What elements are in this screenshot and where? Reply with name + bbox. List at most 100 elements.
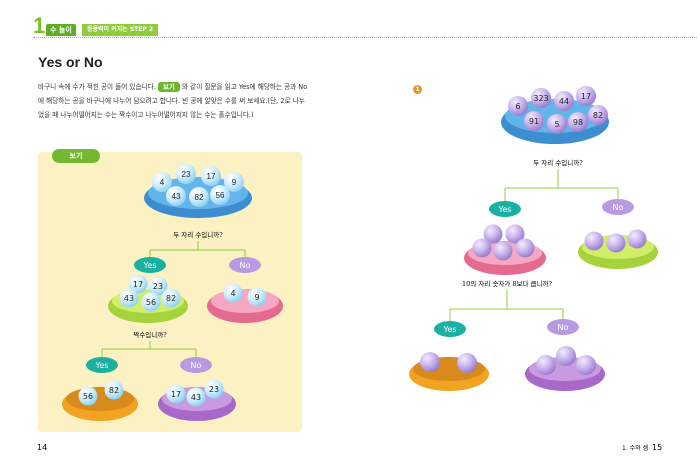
ball-number: 17 <box>581 92 591 101</box>
ball <box>141 292 161 312</box>
no-pill <box>547 319 579 335</box>
step-label: 응용력이 커지는 STEP 2 <box>82 24 158 36</box>
empty-ball <box>584 231 604 251</box>
ball-number: 5 <box>554 120 559 129</box>
ball-number: 56 <box>146 298 156 307</box>
ball-number: 98 <box>573 118 583 127</box>
example-question-1: 두 자리 수입니까? <box>173 230 223 239</box>
ball <box>104 380 124 400</box>
ball <box>204 379 224 399</box>
no-pill <box>180 357 212 373</box>
ball-number: 56 <box>216 191 225 200</box>
ball <box>176 164 196 184</box>
yes-label: Yes <box>95 361 109 370</box>
ball-number: 9 <box>232 178 237 187</box>
yes-pill <box>134 257 166 273</box>
empty-ball <box>483 224 503 244</box>
ball-number: 23 <box>153 282 163 291</box>
no-label: No <box>558 323 569 332</box>
ball-number: 82 <box>593 111 603 120</box>
empty-ball <box>457 353 477 373</box>
chapter-tab: 수 놀이 <box>46 24 76 36</box>
example-tag: 보기 <box>157 82 180 92</box>
empty-ball <box>493 241 513 261</box>
instructions-part1: 바구니 속에 수가 적힌 공이 들어 있습니다. <box>38 83 156 91</box>
example-top-balls <box>152 164 244 207</box>
ball <box>186 387 206 407</box>
yes-label: Yes <box>443 325 457 334</box>
problem-number: 1 <box>413 85 422 94</box>
ball-number: 323 <box>533 94 548 103</box>
ball-number: 17 <box>171 390 181 399</box>
header-divider <box>33 37 697 39</box>
ball <box>161 288 181 308</box>
ball-number: 17 <box>133 280 143 289</box>
page-number-left: 14 <box>37 443 47 452</box>
ball <box>128 274 148 294</box>
ball <box>152 172 172 192</box>
empty-ball <box>606 233 626 253</box>
problem-top-balls <box>508 86 608 134</box>
footer-section: 1. 수와 셈 <box>622 444 648 452</box>
ball-number: 4 <box>230 289 235 298</box>
no-pill <box>229 257 261 273</box>
ball <box>547 114 567 134</box>
ball <box>119 288 139 308</box>
ball <box>189 187 209 207</box>
ball-number: 9 <box>254 293 259 302</box>
empty-ball <box>576 355 596 375</box>
example-question-2: 짝수입니까? <box>133 330 167 339</box>
ball <box>223 283 243 303</box>
ball-number: 43 <box>172 192 181 201</box>
ball-number: 17 <box>207 172 216 181</box>
empty-ball <box>556 346 576 366</box>
ball <box>224 172 244 192</box>
ball-number: 82 <box>195 193 204 202</box>
yes-pill <box>86 357 118 373</box>
no-label: No <box>240 261 251 270</box>
empty-ball <box>515 238 535 258</box>
ball <box>576 86 596 106</box>
ball-number: 6 <box>515 102 520 111</box>
empty-ball <box>472 238 492 258</box>
ball <box>508 96 528 116</box>
example-yes-balls <box>119 274 181 312</box>
ball <box>554 91 574 111</box>
no-pill <box>602 199 634 215</box>
ball <box>166 186 186 206</box>
page-number-right: 15 <box>652 443 662 452</box>
ball-number: 4 <box>160 178 165 187</box>
ball <box>78 386 98 406</box>
empty-ball <box>505 224 525 244</box>
ball-number: 82 <box>109 386 119 395</box>
ball <box>247 287 267 307</box>
ball-number: 43 <box>191 393 201 402</box>
no-label: No <box>191 361 202 370</box>
empty-ball <box>536 355 556 375</box>
chapter-number: 1 <box>33 13 46 38</box>
ball <box>201 166 221 186</box>
instructions: 바구니 속에 수가 적힌 공이 들어 있습니다. 보기 와 같이 질문을 읽고 … <box>38 80 310 122</box>
ball <box>210 185 230 205</box>
problem-yes-balls <box>472 224 535 261</box>
ball <box>568 112 588 132</box>
ball-number: 23 <box>182 170 191 179</box>
example-label: 보기 <box>52 149 100 163</box>
yes-label: Yes <box>143 261 157 270</box>
ball <box>588 105 608 125</box>
yes-pill <box>489 201 521 217</box>
yes-label: Yes <box>498 205 512 214</box>
problem-question-1: 두 자리 수입니까? <box>533 158 583 167</box>
ball <box>524 111 544 131</box>
ball-number: 56 <box>83 392 93 401</box>
ball <box>531 88 551 108</box>
ball <box>148 276 168 296</box>
ball-number: 44 <box>559 97 569 106</box>
ball-number: 82 <box>166 294 176 303</box>
page-title: Yes or No <box>38 54 103 70</box>
instructions-part2: 와 같이 질문을 읽고 Yes에 해당하는 공과 No에 해당하는 공을 바구니… <box>38 83 308 119</box>
yes-pill <box>434 321 466 337</box>
no-label: No <box>613 203 624 212</box>
ball-number: 91 <box>529 117 539 126</box>
